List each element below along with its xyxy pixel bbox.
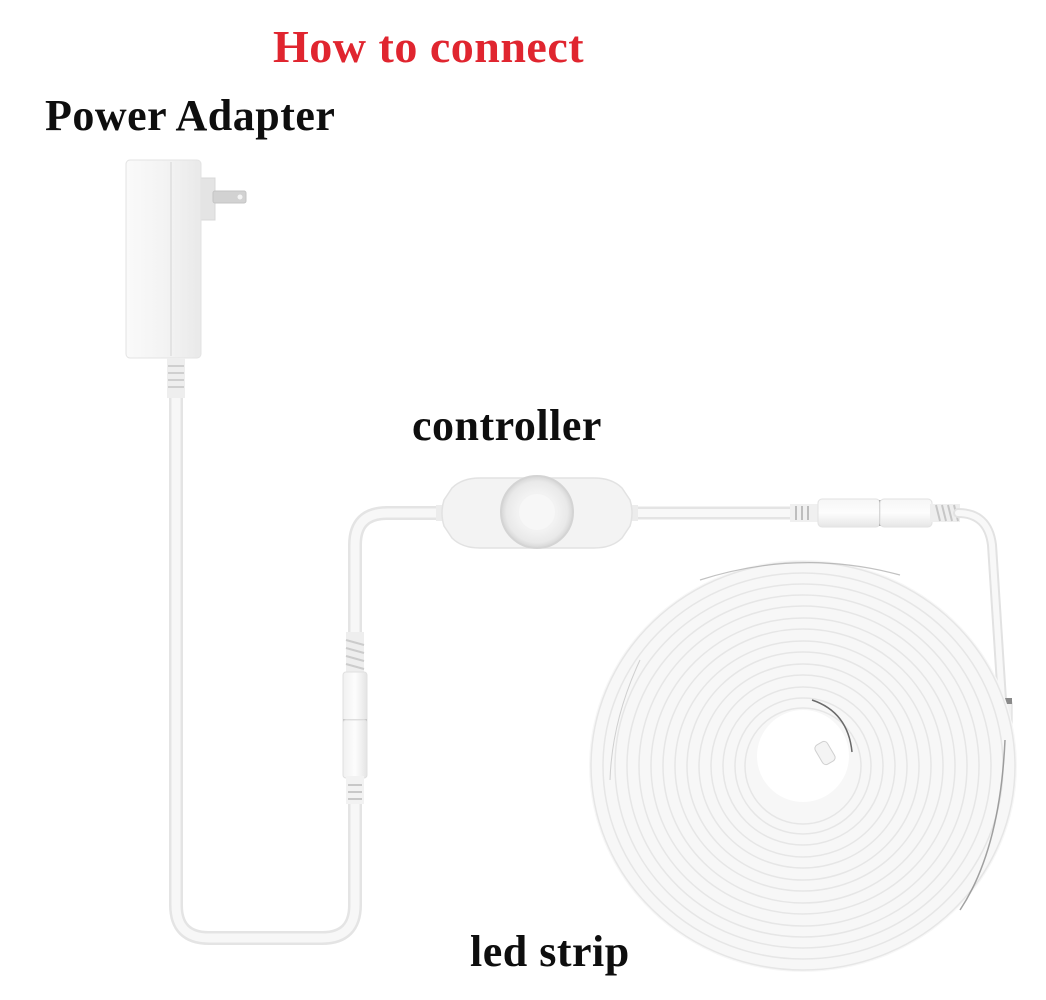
controller-icon xyxy=(436,475,638,549)
adapter-to-controller-cable xyxy=(169,388,447,945)
led-strip-label: led strip xyxy=(470,927,630,976)
diagram-title: How to connect xyxy=(273,21,585,72)
dc-connector-icon xyxy=(342,632,368,804)
controller-label: controller xyxy=(412,401,602,450)
dc-connector-icon xyxy=(790,498,960,528)
power-adapter-label: Power Adapter xyxy=(45,91,336,140)
led-strip-coil-icon xyxy=(589,560,1017,972)
power-adapter-icon xyxy=(125,159,247,398)
